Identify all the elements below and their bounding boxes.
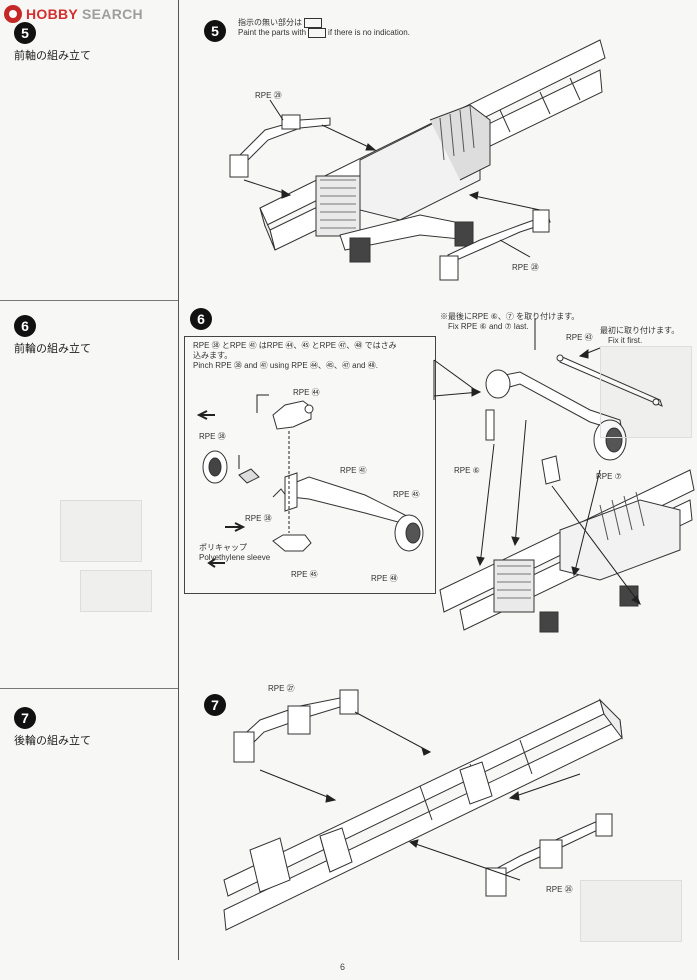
part-label: RPE ㊶ [340,466,367,475]
step-6-block: 6 前輪の組み立て [14,315,91,356]
bleed-through-shape [580,880,682,942]
part-label: RPE ㊺ [291,570,318,579]
part-label: RPE ㊹ [293,388,320,397]
note-jp: 指示の無い部分は [238,18,302,28]
note-en: Paint the parts with [238,28,307,38]
watermark-text: HOBBY SEARCH [26,6,143,22]
note-en-tail: if there is no indication. [328,28,410,38]
step-7-number: 7 [14,707,36,729]
section-6-inset-panel: RPE ㊳ とRPE ㊶ はRPE ㊹、㊺ とRPE ㊼、㊽ ではさみ 込みます… [184,336,436,594]
part-label: RPE ㉖ [546,885,573,894]
section-5-note: 指示の無い部分は Paint the parts with if there is… [238,18,410,39]
part-label: RPE ㊽ [371,574,398,583]
note1-jp: ※最後にRPE ⑥、⑦ を取り付けます。 [440,312,580,321]
page-number: 6 [340,962,346,972]
divider [0,688,178,689]
section-6-note-2: 最初に取り付けます。 Fix it first. [600,326,679,346]
inset-diagram [196,394,424,568]
part-label: RPE ㊳ [199,432,226,441]
section-5-number: 5 [204,20,226,42]
poly-cap-label: ポリキャップ Polyethylene sleeve [199,543,270,563]
inset-line-1: RPE ㊳ とRPE ㊶ はRPE ㊹、㊺ とRPE ㊼、㊽ ではさみ [193,341,397,350]
note1-en: Fix RPE ⑥ and ⑦ last. [448,322,529,331]
bleed-through-shape [60,500,142,562]
inset-line-2: 込みます。 [193,351,233,360]
step-5-block: 5 前軸の組み立て [14,22,91,63]
cap-en: Polyethylene sleeve [199,553,271,562]
step-6-title: 前輪の組み立て [14,343,91,355]
section-6-number: 6 [190,308,212,330]
watermark-hobby: HOBBY [26,6,78,22]
divider [0,300,178,301]
part-label: RPE ㊳ [245,514,272,523]
bleed-through-shape [80,570,152,612]
part-label: RPE ㊸ [566,333,593,342]
watermark-search: SEARCH [82,6,143,22]
part-label: RPE ⑥ [454,466,480,475]
watermark-logo: HOBBY SEARCH [4,3,143,25]
part-label: RPE ㉗ [268,684,295,693]
part-label: RPE ㉘ [512,263,539,272]
inset-note: RPE ㊳ とRPE ㊶ はRPE ㊹、㊺ とRPE ㊼、㊽ ではさみ 込みます… [193,341,429,371]
step-5-title: 前軸の組み立て [14,50,91,62]
paint-swatch-icon [304,18,322,28]
bleed-through-shape [600,346,692,438]
cap-jp: ポリキャップ [199,543,247,552]
note2-jp: 最初に取り付けます。 [600,326,680,335]
section-7-number: 7 [204,694,226,716]
part-label: RPE ㉙ [255,91,282,100]
inset-line-3: Pinch RPE ㊳ and ㊶ using RPE ㊹、㊺、㊼ and ㊽. [193,361,378,370]
part-label: RPE ㊺ [393,490,420,499]
left-step-column: 5 前軸の組み立て 6 前輪の組み立て 7 後輪の組み立て [0,0,179,960]
step-7-title: 後輪の組み立て [14,735,91,747]
note2-en: Fix it first. [608,336,643,345]
step-5-number: 5 [14,22,36,44]
paint-swatch-icon [308,28,327,39]
step-6-number: 6 [14,315,36,337]
section-6-note-1: ※最後にRPE ⑥、⑦ を取り付けます。 Fix RPE ⑥ and ⑦ las… [440,312,579,332]
part-label: RPE ⑦ [596,472,622,481]
hobby-search-logo-icon [4,5,22,23]
step-7-block: 7 後輪の組み立て [14,707,91,748]
